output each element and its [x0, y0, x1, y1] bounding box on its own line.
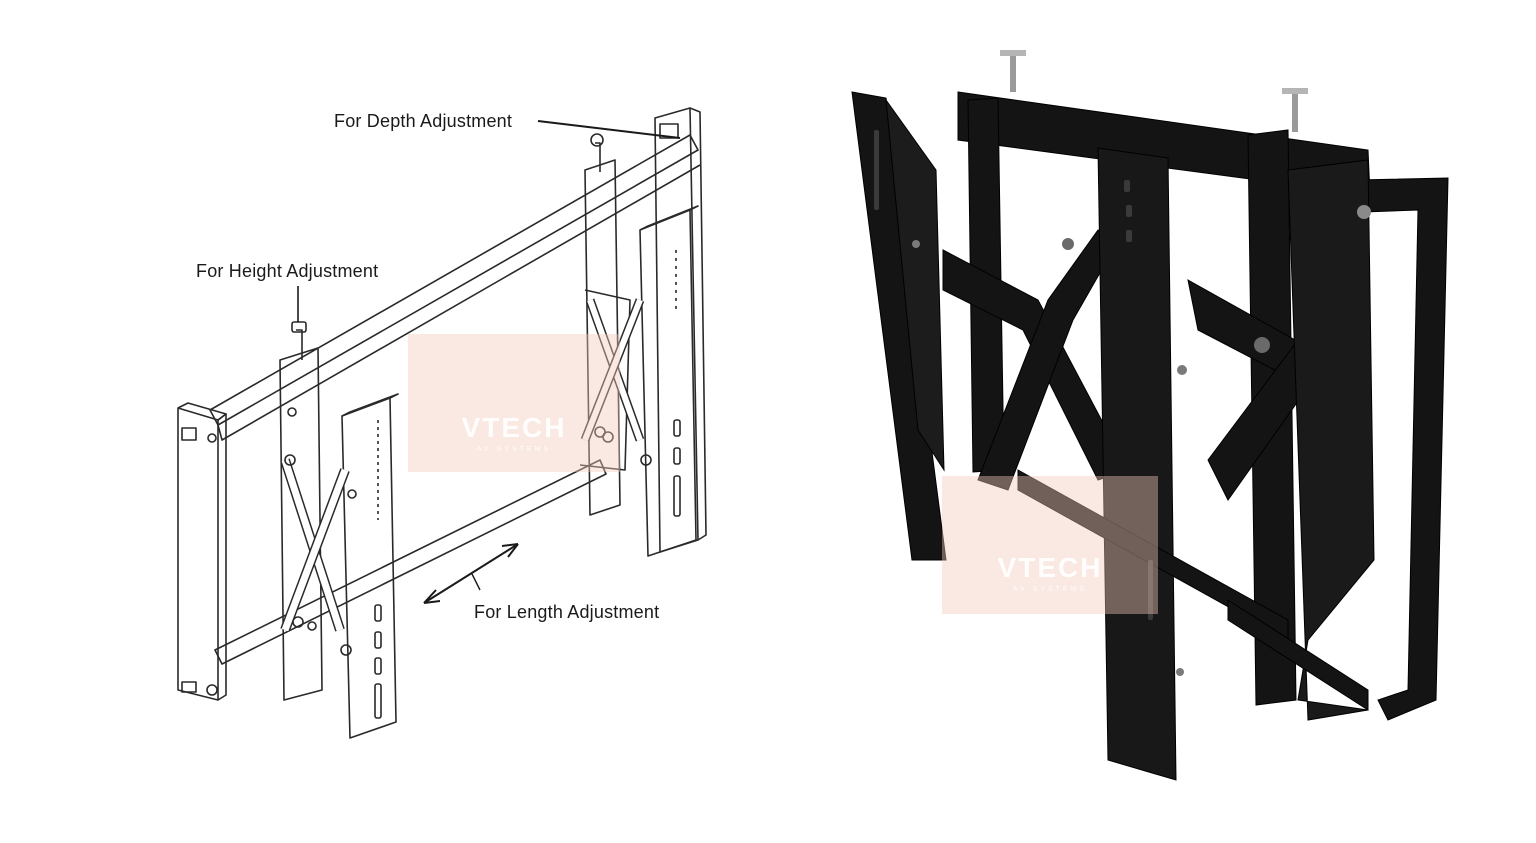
length-adjustment-label: For Length Adjustment [474, 602, 660, 622]
watermark-logo: VTECH AV SYSTEMS [408, 334, 620, 472]
height-adjustment-label: For Height Adjustment [196, 261, 379, 281]
watermark-brand: VTECH [461, 412, 567, 443]
depth-adjustment-label: For Depth Adjustment [334, 111, 513, 131]
watermark-tagline: AV SYSTEMS [476, 446, 552, 453]
watermark-tagline-photo: AV SYSTEMS [1012, 586, 1088, 593]
black-bracket-photo [851, 50, 1449, 781]
bracket-line-drawing [177, 107, 707, 739]
watermark-logo-photo: VTECH AV SYSTEMS [942, 476, 1158, 614]
diagram-panel: For Depth Adjustment For Height Adjustme… [177, 107, 707, 739]
product-photo-panel: VTECH AV SYSTEMS [768, 0, 1536, 843]
watermark-brand-photo: VTECH [997, 552, 1103, 583]
